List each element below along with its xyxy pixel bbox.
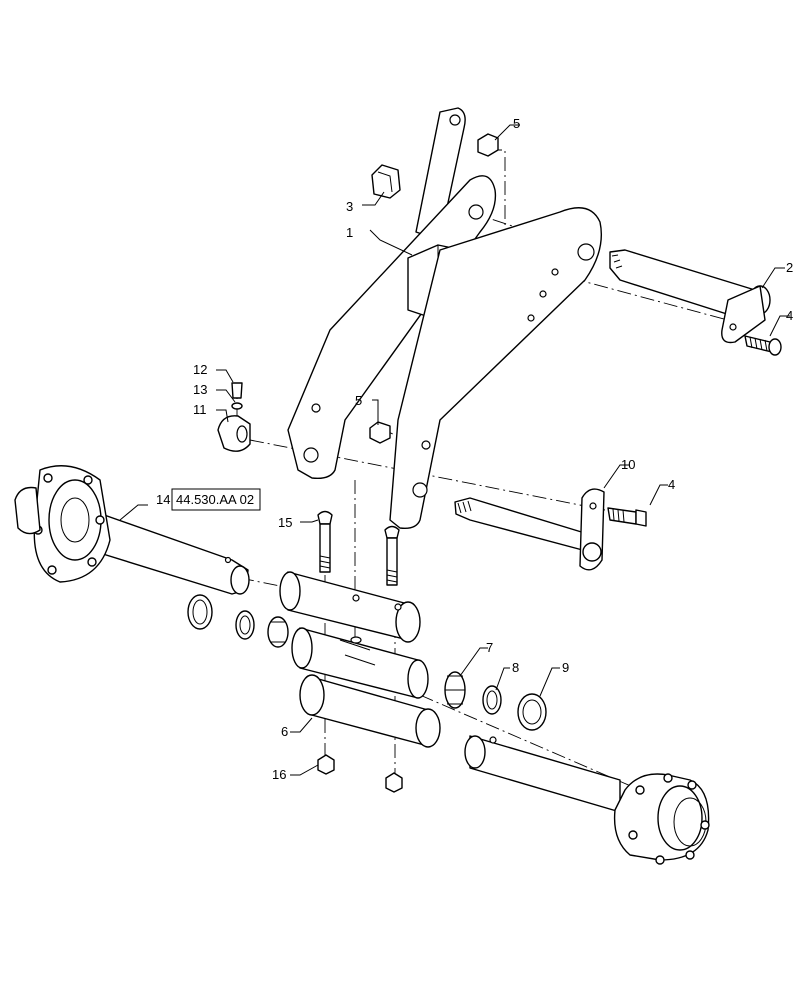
callout-9: 9 (562, 660, 569, 675)
reference-box (171, 488, 261, 511)
bearing-cone-left (267, 616, 289, 648)
seal-part-9 (517, 693, 547, 731)
nut-part-3 (371, 164, 401, 199)
callout-7: 7 (486, 640, 493, 655)
nut-part-5-mid (369, 421, 391, 444)
callout-16: 16 (272, 767, 286, 782)
leader-lines (119, 124, 790, 776)
callout-4-upper: 4 (786, 308, 793, 323)
axle-block-upper (279, 571, 421, 643)
callout-1: 1 (346, 225, 353, 240)
bolt-part-4-upper (744, 335, 782, 356)
nut-part-16 (317, 754, 335, 775)
callout-2: 2 (786, 260, 793, 275)
callout-11: 11 (193, 402, 207, 417)
frame-arm-part-1 (287, 107, 603, 530)
callout-10: 10 (621, 457, 635, 472)
bolt-secondary (384, 525, 400, 586)
callout-14: 14 (156, 492, 170, 507)
callout-5-mid: 5 (355, 393, 362, 408)
bearing-cone-part-7 (444, 671, 466, 709)
bearing-cup-part-8 (482, 685, 502, 715)
bolt-part-4-lower (607, 507, 647, 527)
nut-secondary (385, 772, 403, 793)
callout-5-top: 5 (513, 116, 520, 131)
callout-numbers: 1 2 3 4 4 5 5 6 7 8 9 10 11 12 13 14 15 … (156, 116, 793, 782)
bearing-cup-left (187, 594, 213, 630)
callout-8: 8 (512, 660, 519, 675)
washer-part-13 (231, 402, 243, 410)
hub-spindle-part-14 (14, 465, 250, 595)
screw-part-12 (231, 382, 243, 399)
callout-13: 13 (193, 382, 207, 397)
clamp-part-11 (217, 415, 251, 452)
callout-4-lower: 4 (668, 477, 675, 492)
bolt-part-15 (317, 510, 333, 573)
callout-3: 3 (346, 199, 353, 214)
callout-12: 12 (193, 362, 207, 377)
reference-code: 44.530.AA 02 (176, 492, 254, 507)
callout-15: 15 (278, 515, 292, 530)
sleeve-part-6 (299, 674, 441, 748)
pivot-pin-part-2 (609, 249, 771, 344)
hub-spindle-right (464, 735, 710, 865)
bearing-race-left (235, 610, 255, 640)
nut-part-5-top (477, 133, 499, 157)
pin-part-10 (454, 488, 605, 571)
callout-6: 6 (281, 724, 288, 739)
axle-block-lower (291, 627, 429, 699)
